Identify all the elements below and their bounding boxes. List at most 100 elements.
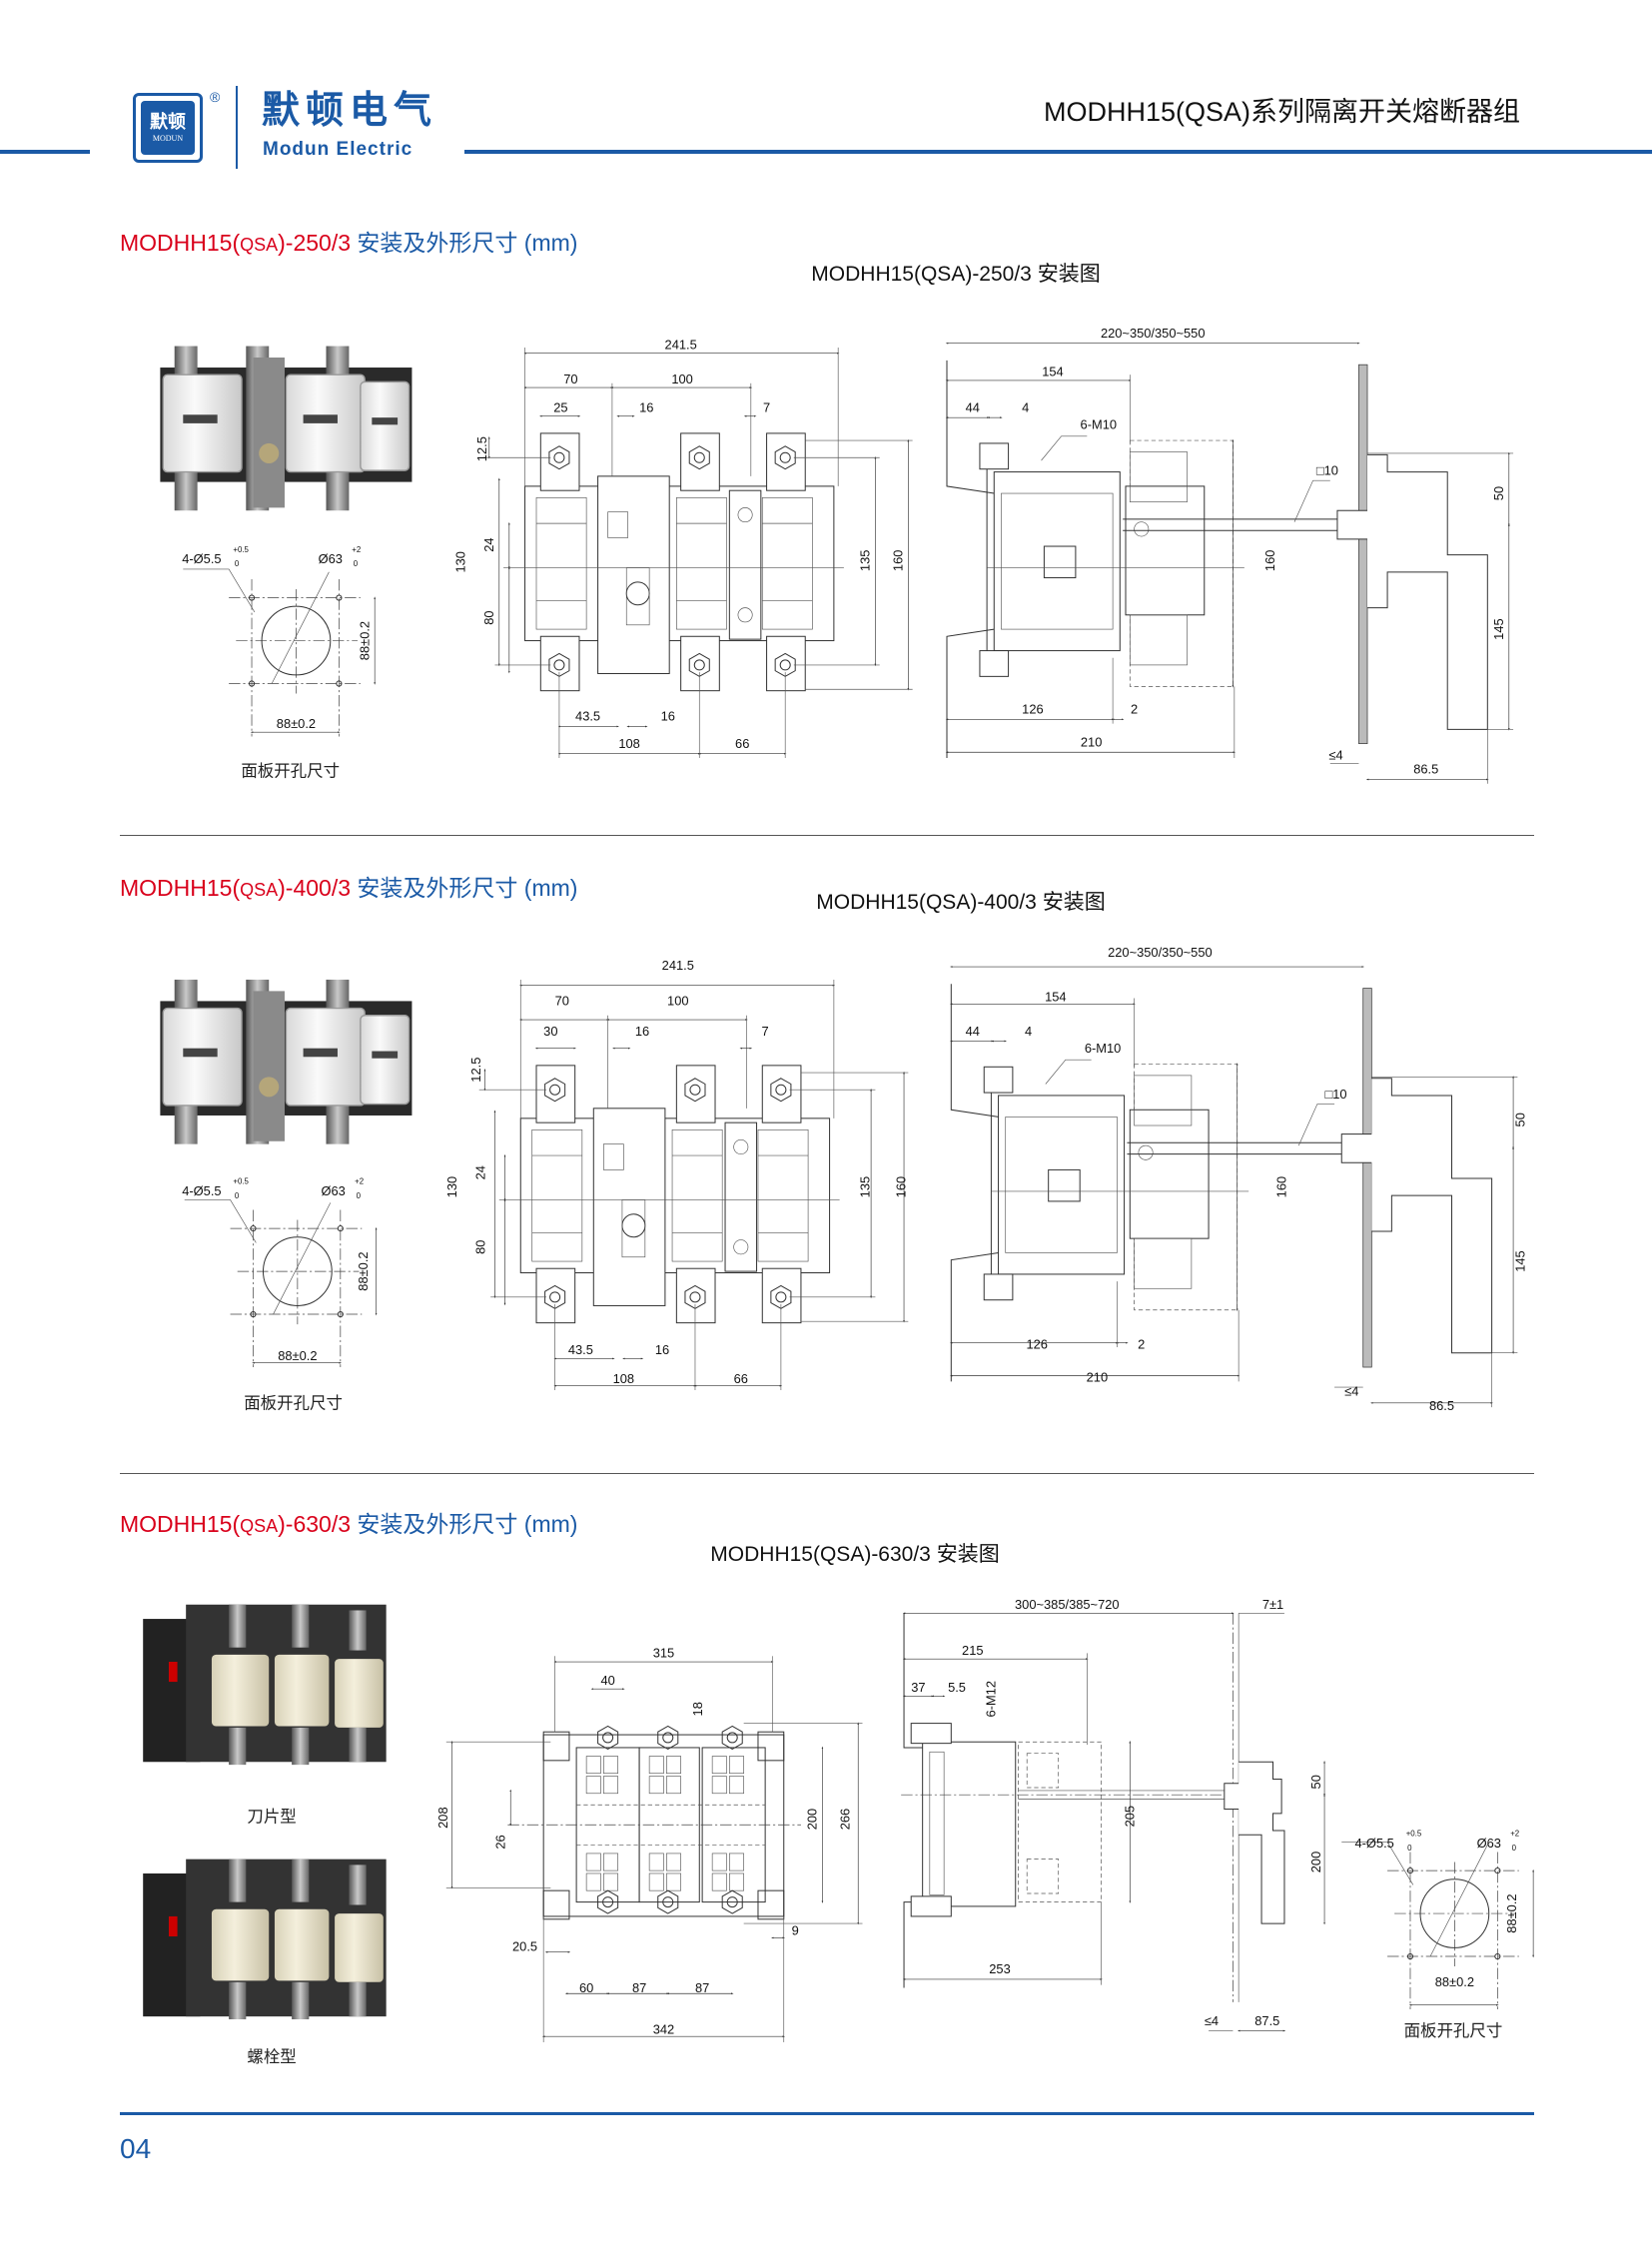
dim-label: 50 [1513, 1113, 1528, 1126]
dim-label: 86.5 [1413, 762, 1438, 777]
brand-name-en: Modun Electric [263, 139, 413, 160]
dim-label: 342 [653, 2021, 674, 2036]
panel-cutout-250 [183, 569, 375, 737]
dim-label: 87 [632, 1980, 646, 1995]
model-prefix: MODHH15( [120, 875, 241, 901]
dim-label: 88±0.2 [1435, 1974, 1474, 1989]
dim-label: 16 [639, 399, 653, 414]
bore-label: Ø63 [1477, 1836, 1501, 1851]
dim-label: 66 [735, 736, 749, 751]
dim-label: 30 [543, 1024, 557, 1039]
dim-label: 16 [655, 1342, 669, 1357]
logo-cn: 默顿 [150, 112, 186, 132]
dim-label: 130 [452, 551, 467, 572]
tolerance: +2 [355, 1177, 364, 1186]
side-view-630 [901, 1612, 1325, 2032]
side-view-250 [947, 344, 1513, 784]
section-divider [120, 1473, 1534, 1474]
dim-label: 160 [1273, 1176, 1288, 1197]
title-rest: 安装及外形尺寸 (mm) [351, 230, 578, 256]
side-dims-250: 220~350/350~550 154 44 4 6-M10 □10 50 16… [966, 326, 1506, 777]
dim-label: ≤4 [1205, 2013, 1219, 2028]
dim-label: 154 [1042, 365, 1063, 379]
tolerance: 0 [357, 1191, 362, 1200]
dim-label: 87 [695, 1980, 709, 1995]
tolerance: 0 [235, 559, 240, 568]
dim-label: 50 [1308, 1775, 1323, 1789]
tolerance: 0 [354, 559, 359, 568]
side-dims-630: 300~385/385~720 7±1 215 37 5.5 6-M12 205… [911, 1597, 1323, 2028]
registered-mark: ® [210, 89, 221, 105]
panel-cutout-caption: 面板开孔尺寸 [244, 1395, 343, 1413]
dim-label: 12.5 [474, 436, 489, 461]
tolerance: +0.5 [1406, 1830, 1422, 1839]
tolerance: +2 [352, 545, 361, 554]
dim-label: 160 [1262, 550, 1277, 571]
dim-label: 40 [600, 1673, 614, 1688]
dim-label: 315 [653, 1646, 674, 1661]
dim-label: 205 [1123, 1806, 1138, 1827]
dim-label: 44 [966, 1024, 980, 1039]
drawing-subtitle-250: MODHH15(QSA)-250/3 安装图 [811, 263, 1101, 286]
panel-cutout-400 [185, 1199, 377, 1367]
title-rest: 安装及外形尺寸 (mm) [351, 1511, 578, 1537]
drawing-subtitle-400: MODHH15(QSA)-400/3 安装图 [816, 891, 1106, 914]
dim-label: 145 [1513, 1250, 1528, 1271]
dim-label: 130 [444, 1176, 459, 1197]
tolerance: 0 [1407, 1844, 1412, 1853]
dim-label: 4 [1025, 1024, 1032, 1039]
dim-label: 88±0.2 [1504, 1893, 1519, 1932]
panel-dims-250: 4-Ø5.5 +0.5 0 Ø63 +2 0 88±0.2 88±0.2 面板开… [182, 545, 372, 781]
dim-label: ≤4 [1328, 747, 1342, 762]
dim-label: 12.5 [468, 1058, 483, 1083]
dim-label: 6-M10 [1085, 1041, 1122, 1056]
dim-label: 24 [481, 537, 496, 551]
model-prefix: MODHH15( [120, 1511, 241, 1537]
dim-label: 7 [762, 1024, 769, 1039]
holes-label: 4-Ø5.5 [182, 1183, 221, 1198]
dim-label: 43.5 [575, 709, 600, 724]
dim-label: 9 [792, 1923, 799, 1938]
logo-en: MODUN [152, 134, 184, 143]
header-rule-left [0, 150, 90, 154]
dim-label: ≤4 [1344, 1384, 1358, 1399]
footer-rule [120, 2112, 1534, 2115]
section-divider [120, 835, 1534, 836]
dim-label: □10 [1316, 462, 1338, 477]
dim-label: 215 [962, 1643, 983, 1658]
dim-label: 108 [618, 736, 639, 751]
front-view-400 [479, 980, 909, 1390]
tolerance: 0 [235, 1191, 240, 1200]
dim-label: 24 [472, 1165, 487, 1179]
dim-label: 37 [911, 1680, 925, 1695]
dim-label: 50 [1491, 486, 1506, 500]
front-view-250 [483, 348, 913, 758]
section-title-400: MODHH15(QSA)-400/3 安装及外形尺寸 (mm) [120, 874, 577, 904]
model-prefix: MODHH15( [120, 230, 241, 256]
dim-label: 200 [1308, 1852, 1323, 1872]
model-qsa: QSA [240, 880, 279, 900]
dim-label: 300~385/385~720 [1015, 1597, 1120, 1612]
dim-label: 108 [613, 1371, 634, 1386]
dim-label: 100 [667, 994, 688, 1009]
model-qsa: QSA [240, 1516, 279, 1536]
logo: 默顿 MODUN [133, 93, 203, 163]
document-title: MODHH15(QSA)系列隔离开关熔断器组 [1044, 97, 1521, 127]
dim-label: 145 [1491, 618, 1506, 639]
dim-label: 80 [481, 610, 496, 624]
model-suffix: )-630/3 [278, 1511, 352, 1537]
front-dims-630: 315 40 18 208 26 200 266 20.5 9 60 87 87… [435, 1646, 852, 2037]
tolerance: +2 [1510, 1830, 1519, 1839]
panel-cutout-caption: 面板开孔尺寸 [1404, 2022, 1503, 2040]
dim-label: 135 [858, 1176, 873, 1197]
header-rule-right [464, 150, 1652, 154]
front-view-630 [445, 1656, 863, 2042]
dim-label: 88±0.2 [278, 1348, 317, 1363]
dim-label: 126 [1026, 1336, 1047, 1351]
logo-separator [236, 86, 238, 169]
dim-label: 6-M10 [1081, 417, 1118, 432]
dim-label: 135 [858, 550, 873, 571]
dim-label: 160 [893, 1176, 908, 1197]
tolerance: +0.5 [233, 1177, 249, 1186]
